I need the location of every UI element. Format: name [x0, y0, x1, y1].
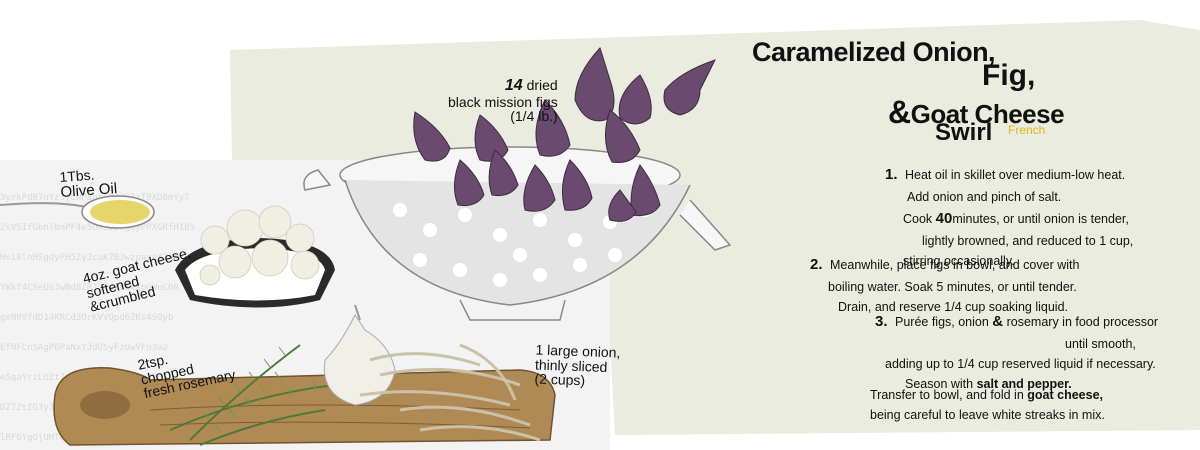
step-3-number: 3.	[875, 313, 888, 330]
cuisine-tag: French	[1008, 123, 1046, 137]
step-2: 2. Meanwhile, place figs in bowl, and co…	[810, 253, 1190, 317]
recipe-title-line-1: Caramelized Onion,	[752, 37, 996, 67]
recipe-title-line-2: Fig,	[982, 59, 1036, 92]
step-4-line-a1: Transfer to bowl, and fold in	[870, 388, 1028, 402]
garlic	[323, 304, 396, 406]
figs-prep: dried	[526, 77, 558, 93]
figs-weight: (1/4 lb.)	[510, 108, 558, 125]
title-ampersand: &	[888, 94, 911, 130]
step-3-line-c: adding up to 1/4 cup reserved liquid if …	[885, 357, 1156, 371]
step-1: 1. Heat oil in skillet over medium-low h…	[885, 163, 1185, 271]
step-2-line-a: Meanwhile, place figs in bowl, and cover…	[830, 258, 1080, 272]
figs-quantity: 14	[504, 77, 523, 94]
onion-amount: (2 cups)	[534, 370, 586, 389]
step-3-line-b: until smooth,	[1065, 337, 1136, 351]
onion-slices	[359, 343, 541, 442]
step-2-number: 2.	[810, 256, 823, 273]
step-1-cook-minutes: 40	[935, 210, 953, 227]
cheese-bowl	[175, 205, 335, 308]
oil-spoon	[0, 195, 155, 229]
step-3-season-value: salt and pepper.	[976, 377, 1072, 391]
step-1-line-d: lightly browned, and reduced to 1 cup,	[922, 234, 1134, 248]
figs	[413, 47, 716, 222]
svg-text:Hvi8lnHSgdyFH5Zy3cuK7BJwzpaxeX: Hvi8lnHSgdyFH5Zy3cuK7BJwzpaxeX7Hm	[0, 253, 179, 263]
step-4: Transfer to bowl, and fold in goat chees…	[870, 385, 1190, 425]
step-1-line-e: stirring occasionally.	[903, 254, 1015, 268]
figs-name: black mission figs	[448, 93, 558, 110]
step-3-line-a1: Purée figs, onion	[895, 315, 993, 329]
step-3-season: Season with salt and pepper.	[905, 377, 1072, 391]
step-1-number: 1.	[885, 166, 898, 183]
svg-text:YWkf4CSeUsJwBd8ZRJ2Yu1iNxXpGWu: YWkf4CSeUsJwBd8ZRJ2Yu1iNxXpGWuC6R	[0, 283, 179, 293]
step-3-ampersand: &	[992, 313, 1004, 330]
step-4-goat-cheese: goat cheese,	[1027, 388, 1103, 402]
step-1-cook-rest: minutes, or until onion is tender,	[952, 212, 1129, 226]
step-4-line-b: being careful to leave white streaks in …	[870, 408, 1105, 422]
ingredient-figs: 14 dried black mission figs (1/4 lb.)	[448, 77, 558, 125]
step-2-line-c: Drain, and reserve 1/4 cup soaking liqui…	[838, 300, 1068, 314]
step-3-line-a3: rosemary in food processor	[1003, 315, 1159, 329]
cutting-board	[53, 366, 556, 446]
rosemary-leaves	[203, 346, 316, 434]
svg-text:3yrkPdB7nYz3yLWPaqt9UJJ83xT9XD: 3yrkPdB7nYz3yLWPaqt9UJJ83xT9XDBmYyT	[0, 193, 190, 203]
step-3: 3. Purée figs, onion & rosemary in food …	[875, 310, 1195, 394]
recipe-title-line-4: Swirl	[935, 119, 993, 146]
step-1-cook: Cook 40minutes, or until onion is tender…	[903, 210, 1129, 227]
step-2-line-b: boiling water. Soak 5 minutes, or until …	[828, 280, 1077, 294]
colander	[303, 146, 732, 321]
step-1-line-a: Heat oil in skillet over medium-low heat…	[905, 168, 1126, 182]
ingredient-olive-oil: 1Tbs. Olive Oil	[59, 166, 118, 201]
svg-text:gxN0VfdD14KRCd3QrKVVQpd6ZKs4SO: gxN0VfdD14KRCd3QrKVVQpd6ZKs4SOyb	[0, 313, 173, 323]
svg-text:ZsV5IfGbhl0nPF4e5UXSzpbgdyPPXG: ZsV5IfGbhl0nPF4e5UXSzpbgdyPPXGRfHIB5	[0, 223, 195, 233]
step-3-season-label: Season with	[905, 377, 977, 391]
step-1-line-b: Add onion and pinch of salt.	[907, 190, 1062, 204]
recipe-title-line-3: &Goat Cheese	[888, 94, 1065, 130]
svg-text:EfNFCnSAgP6PaNxYJdUSyFzUwVFn3a: EfNFCnSAgP6PaNxYJdUSyFzUwVFn3a2	[0, 343, 168, 353]
step-1-cook-label: Cook	[903, 212, 936, 226]
title-goat-cheese: Goat Cheese	[910, 99, 1065, 129]
ingredient-onion: 1 large onion, thinly sliced (2 cups)	[534, 342, 620, 390]
